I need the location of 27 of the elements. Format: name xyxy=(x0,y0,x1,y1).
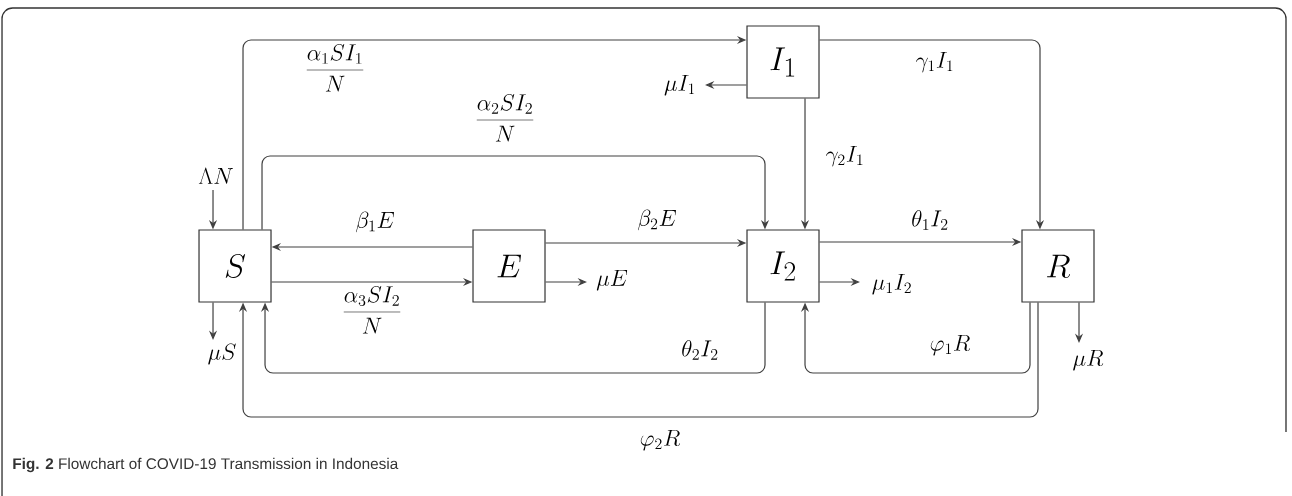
flow-arrow xyxy=(261,155,770,230)
rate-label: $\gamma_1 I_1$ xyxy=(916,51,953,73)
figure-caption: Fig. 2 Flowchart of COVID-19 Transmission in Indonesia xyxy=(13,457,399,473)
compartment-box: $I_2$ xyxy=(746,229,820,303)
rate-label: $\beta_1 E$ xyxy=(356,211,394,233)
compartment-box: $I_1$ xyxy=(746,25,820,99)
rate-label: $\mu E$ xyxy=(596,269,628,291)
rate-label: $\beta_2 E$ xyxy=(638,209,676,231)
rate-label: $\frac{\alpha_2 S I_2}{N}$ xyxy=(476,93,534,142)
compartment-box: $E$ xyxy=(472,229,546,303)
rate-label: $\theta_2 I_2$ xyxy=(682,340,718,360)
rate-label: $\mu I_1$ xyxy=(664,74,695,96)
rate-label: $\frac{\alpha_1 S I_1}{N}$ xyxy=(306,43,364,92)
rate-label: $\varphi_1 R$ xyxy=(930,334,970,356)
rate-label: $\Lambda N$ xyxy=(198,167,233,184)
rate-label: $\gamma_2 I_1$ xyxy=(826,145,863,167)
flow-arrow xyxy=(238,302,1039,418)
flow-arrow xyxy=(260,302,766,374)
rate-label: $\frac{\alpha_3 S I_2}{N}$ xyxy=(343,285,401,334)
compartment-box: $R$ xyxy=(1021,229,1095,303)
rate-label: $\theta_1 I_2$ xyxy=(912,210,948,230)
rate-label: $\mu_1 I_2$ xyxy=(872,273,911,295)
compartment-box: $S$ xyxy=(198,229,272,303)
rate-label: $\mu R$ xyxy=(1073,349,1104,371)
rate-label: $\varphi_2 R$ xyxy=(640,429,680,451)
rate-label: $\mu S$ xyxy=(208,343,236,365)
flow-arrow xyxy=(800,302,1031,374)
